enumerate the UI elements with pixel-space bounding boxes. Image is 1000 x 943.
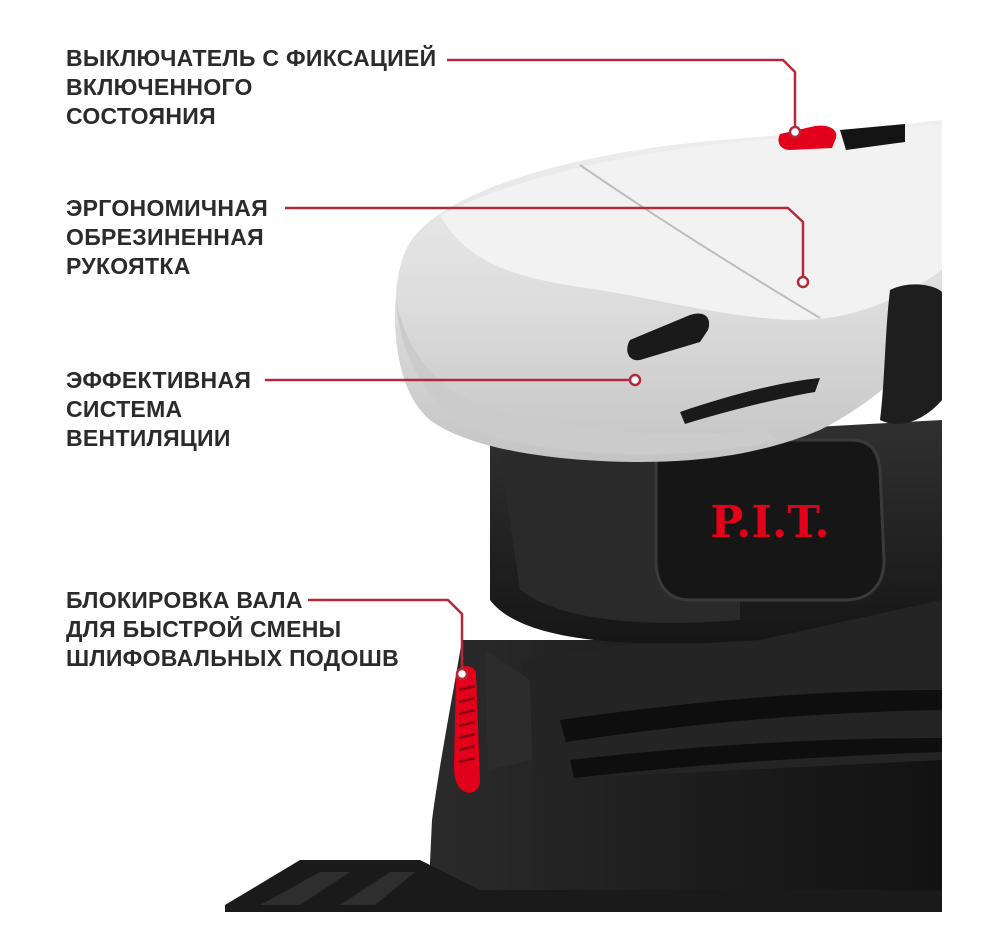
callout-line: СИСТЕМА — [66, 396, 183, 422]
callout-line: ДЛЯ БЫСТРОЙ СМЕНЫ — [66, 616, 342, 642]
lower-housing-front-panel — [520, 600, 942, 780]
callout-handle-label: ЭРГОНОМИЧНАЯ ОБРЕЗИНЕННАЯ РУКОЯТКА — [66, 194, 268, 281]
vent-slot-upper — [627, 313, 710, 361]
leader-handle-dot — [796, 275, 810, 289]
callout-line: ВЕНТИЛЯЦИИ — [66, 425, 231, 451]
leader-handle — [285, 206, 805, 278]
callout-line: СОСТОЯНИЯ — [66, 103, 216, 129]
brand-logo: P.I.T. — [710, 497, 829, 548]
handle-top-cap — [440, 124, 942, 320]
callout-line: ВЫКЛЮЧАТЕЛЬ С ФИКСАЦИЕЙ — [66, 45, 437, 71]
callout-leaders — [265, 58, 810, 681]
lower-housing-vent-slot — [570, 738, 942, 778]
base-plate-rib — [340, 872, 415, 905]
spindle-lock-ribs — [458, 684, 476, 764]
callout-line: ОБРЕЗИНЕННАЯ — [66, 224, 264, 250]
handle-grip-opening — [880, 284, 942, 424]
leader-vent-dot — [628, 373, 642, 387]
callout-line: ВКЛЮЧЕННОГО — [66, 74, 253, 100]
spindle-lock-housing — [485, 650, 532, 770]
vent-slot-lower — [680, 378, 820, 424]
handle-side-shade — [396, 300, 780, 455]
callout-line: ЭФФЕКТИВНАЯ — [66, 367, 252, 393]
power-switch — [778, 125, 837, 150]
callout-line: ШЛИФОВАЛЬНЫХ ПОДОШВ — [66, 645, 400, 671]
callout-vent-label: ЭФФЕКТИВНАЯ СИСТЕМА ВЕНТИЛЯЦИИ — [66, 366, 251, 453]
leader-lock-dot — [455, 667, 469, 681]
callout-lock-label: БЛОКИРОВКА ВАЛА ДЛЯ БЫСТРОЙ СМЕНЫ ШЛИФОВ… — [66, 586, 399, 673]
leader-lock — [308, 598, 464, 670]
callout-line: ЭРГОНОМИЧНАЯ — [66, 195, 269, 221]
callout-switch-label: ВЫКЛЮЧАТЕЛЬ С ФИКСАЦИЕЙ ВКЛЮЧЕННОГО СОСТ… — [66, 44, 436, 131]
callout-line: БЛОКИРОВКА ВАЛА — [66, 587, 303, 613]
base-plate-rib — [260, 872, 350, 905]
spindle-lock-button — [454, 666, 480, 793]
callout-line: РУКОЯТКА — [66, 253, 191, 279]
leader-switch — [447, 58, 797, 128]
switch-slot — [840, 124, 905, 150]
handle-seam — [579, 164, 821, 319]
lower-housing-vent-slot — [560, 690, 942, 742]
leader-switch-dot — [788, 125, 802, 139]
